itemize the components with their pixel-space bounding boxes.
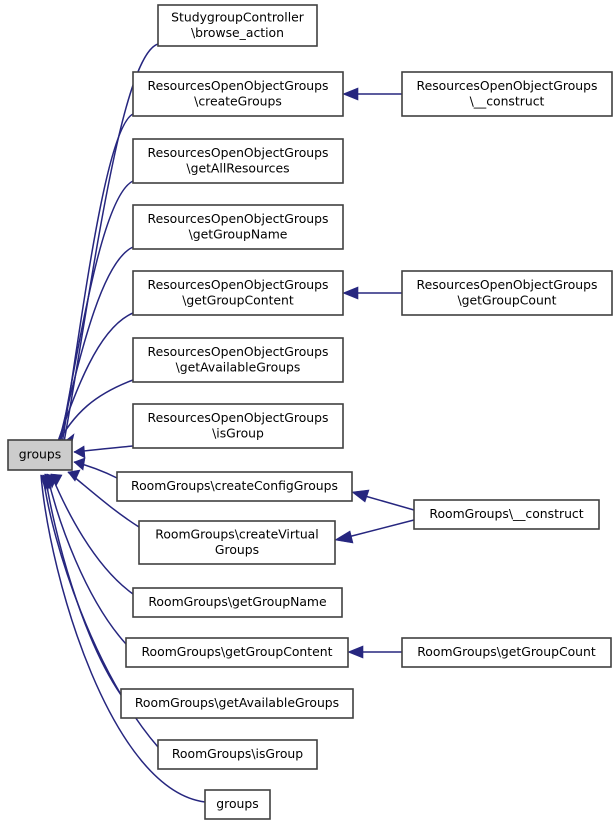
node-label: RoomGroups\__construct — [429, 506, 583, 521]
call-edge — [73, 457, 118, 479]
node-label: RoomGroups\createVirtual — [155, 526, 318, 541]
graph-node-resourcesopenobjectgroups-creategroups[interactable]: ResourcesOpenObjectGroups\createGroups — [132, 71, 344, 117]
graph-node-resourcesopenobjectgroups-getavailablegroups[interactable]: ResourcesOpenObjectGroups\getAvailableGr… — [132, 337, 344, 383]
call-edge — [59, 180, 134, 456]
call-edge — [347, 645, 402, 659]
graph-node-roomgroups-getgroupcount[interactable]: RoomGroups\getGroupCount — [401, 637, 612, 668]
nodes-layer: StudygroupController\browse_actionResour… — [7, 4, 613, 820]
call-edge — [334, 519, 415, 544]
call-edge — [40, 474, 206, 803]
arrowhead-icon — [342, 286, 359, 300]
node-label: groups — [216, 796, 258, 811]
graph-node-studygroupcontroller-browse-action[interactable]: StudygroupController\browse_action — [157, 4, 318, 47]
call-edge — [46, 473, 127, 645]
node-box[interactable] — [157, 739, 318, 770]
node-label: \createGroups — [194, 93, 282, 108]
node-box[interactable] — [132, 71, 344, 117]
node-box[interactable] — [132, 138, 344, 184]
edge-line — [54, 379, 134, 449]
node-label: RoomGroups\getGroupContent — [142, 644, 333, 659]
graph-node-resourcesopenobjectgroups-isgroup[interactable]: ResourcesOpenObjectGroups\isGroup — [132, 403, 344, 449]
edge-line — [55, 312, 134, 448]
arrowhead-icon — [67, 469, 81, 482]
node-label: ResourcesOpenObjectGroups — [148, 344, 329, 359]
edge-line — [50, 473, 134, 595]
node-box[interactable] — [401, 71, 613, 117]
node-label: Groups — [215, 542, 259, 557]
graph-node-resourcesopenobjectgroups-getgroupname[interactable]: ResourcesOpenObjectGroups\getGroupName — [132, 204, 344, 250]
arrowhead-icon — [73, 445, 86, 459]
graph-node-resourcesopenobjectgroups-getgroupcount[interactable]: ResourcesOpenObjectGroups\getGroupCount — [401, 270, 613, 316]
graph-node-roomgroups-construct[interactable]: RoomGroups\__construct — [413, 499, 600, 530]
node-label: ResourcesOpenObjectGroups — [148, 410, 329, 425]
edge-line — [364, 495, 415, 511]
node-label: RoomGroups\getGroupName — [148, 594, 326, 609]
graph-node-roomgroups-getavailablegroups[interactable]: RoomGroups\getAvailableGroups — [120, 688, 354, 719]
node-label: \__construct — [470, 93, 545, 108]
node-label: groups — [19, 447, 61, 462]
node-label: \getAllResources — [186, 160, 289, 175]
node-label: \getAvailableGroups — [176, 359, 301, 374]
node-box[interactable] — [120, 688, 354, 719]
node-box[interactable] — [138, 520, 336, 565]
node-box[interactable] — [401, 637, 612, 668]
node-box[interactable] — [132, 403, 344, 449]
node-label: \isGroup — [212, 425, 264, 440]
node-label: \browse_action — [191, 25, 284, 40]
arrowhead-icon — [347, 645, 364, 659]
graph-node-groups-hub[interactable]: groups — [7, 439, 73, 471]
call-edge — [73, 445, 134, 459]
node-label: ResourcesOpenObjectGroups — [148, 211, 329, 226]
node-label: RoomGroups\getAvailableGroups — [135, 695, 339, 710]
edge-line — [46, 473, 127, 645]
node-label: ResourcesOpenObjectGroups — [148, 78, 329, 93]
node-label: \getGroupCount — [457, 292, 556, 307]
graph-node-roomgroups-getgroupname[interactable]: RoomGroups\getGroupName — [132, 587, 343, 618]
graph-node-resourcesopenobjectgroups-getgroupcontent[interactable]: ResourcesOpenObjectGroups\getGroupConten… — [132, 270, 344, 316]
node-label: RoomGroups\isGroup — [172, 746, 303, 761]
node-box[interactable] — [116, 471, 353, 502]
node-label: \getGroupContent — [182, 292, 294, 307]
call-edge — [67, 469, 140, 528]
node-label: RoomGroups\getGroupCount — [417, 644, 596, 659]
node-label: RoomGroups\createConfigGroups — [131, 478, 338, 493]
node-box[interactable] — [132, 587, 343, 618]
node-box[interactable] — [204, 789, 271, 820]
graph-node-resourcesopenobjectgroups-construct[interactable]: ResourcesOpenObjectGroups\__construct — [401, 71, 613, 117]
node-label: ResourcesOpenObjectGroups — [417, 277, 598, 292]
node-box[interactable] — [401, 270, 613, 316]
node-box[interactable] — [413, 499, 600, 530]
call-edge — [342, 87, 402, 101]
edge-line — [40, 474, 206, 803]
arrowhead-icon — [334, 530, 354, 544]
call-edge — [342, 286, 402, 300]
node-box[interactable] — [7, 439, 73, 471]
graph-node-roomgroups-getgroupcontent[interactable]: RoomGroups\getGroupContent — [125, 637, 349, 668]
arrowhead-icon — [40, 474, 52, 491]
call-edge — [351, 489, 415, 511]
arrowhead-icon — [342, 87, 359, 101]
node-box[interactable] — [132, 204, 344, 250]
graph-node-roomgroups-isgroup[interactable]: RoomGroups\isGroup — [157, 739, 318, 770]
graph-node-roomgroups-createconfiggroups[interactable]: RoomGroups\createConfigGroups — [116, 471, 353, 502]
node-label: \getGroupName — [189, 226, 288, 241]
arrowhead-icon — [351, 489, 370, 503]
node-box[interactable] — [125, 637, 349, 668]
edge-line — [347, 519, 415, 538]
node-box[interactable] — [132, 337, 344, 383]
graph-node-resourcesopenobjectgroups-getallresources[interactable]: ResourcesOpenObjectGroups\getAllResource… — [132, 138, 344, 184]
node-label: ResourcesOpenObjectGroups — [148, 145, 329, 160]
edge-line — [57, 246, 134, 447]
arrowhead-icon — [73, 457, 86, 471]
node-box[interactable] — [157, 4, 318, 47]
node-label: ResourcesOpenObjectGroups — [148, 277, 329, 292]
node-label: StudygroupController — [171, 9, 305, 24]
graph-node-groups-leaf[interactable]: groups — [204, 789, 271, 820]
node-box[interactable] — [132, 270, 344, 316]
node-label: ResourcesOpenObjectGroups — [417, 78, 598, 93]
